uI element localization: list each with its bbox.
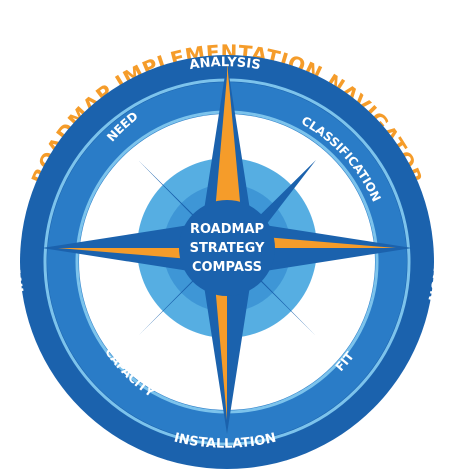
compass-hub (179, 200, 275, 296)
outer-label-left: INVENTORY (8, 206, 27, 294)
outer-label-top-text: ANALYSIS (188, 55, 261, 73)
outer-label-bottom-text: INSTALLATION (172, 431, 277, 452)
center-line-1: ROADMAP (190, 222, 264, 237)
outer-label-right-text: EXPLORATION (424, 197, 445, 303)
center-line-2: STRATEGY (190, 241, 265, 256)
outer-label-bottom: INSTALLATION (172, 431, 277, 452)
center-label: ROADMAP STRATEGY COMPASS (190, 222, 265, 275)
outer-label-left-text: INVENTORY (8, 206, 27, 294)
center-line-3: COMPASS (192, 260, 262, 275)
outer-label-right: EXPLORATION (424, 197, 445, 303)
outer-label-top: ANALYSIS (188, 55, 261, 73)
